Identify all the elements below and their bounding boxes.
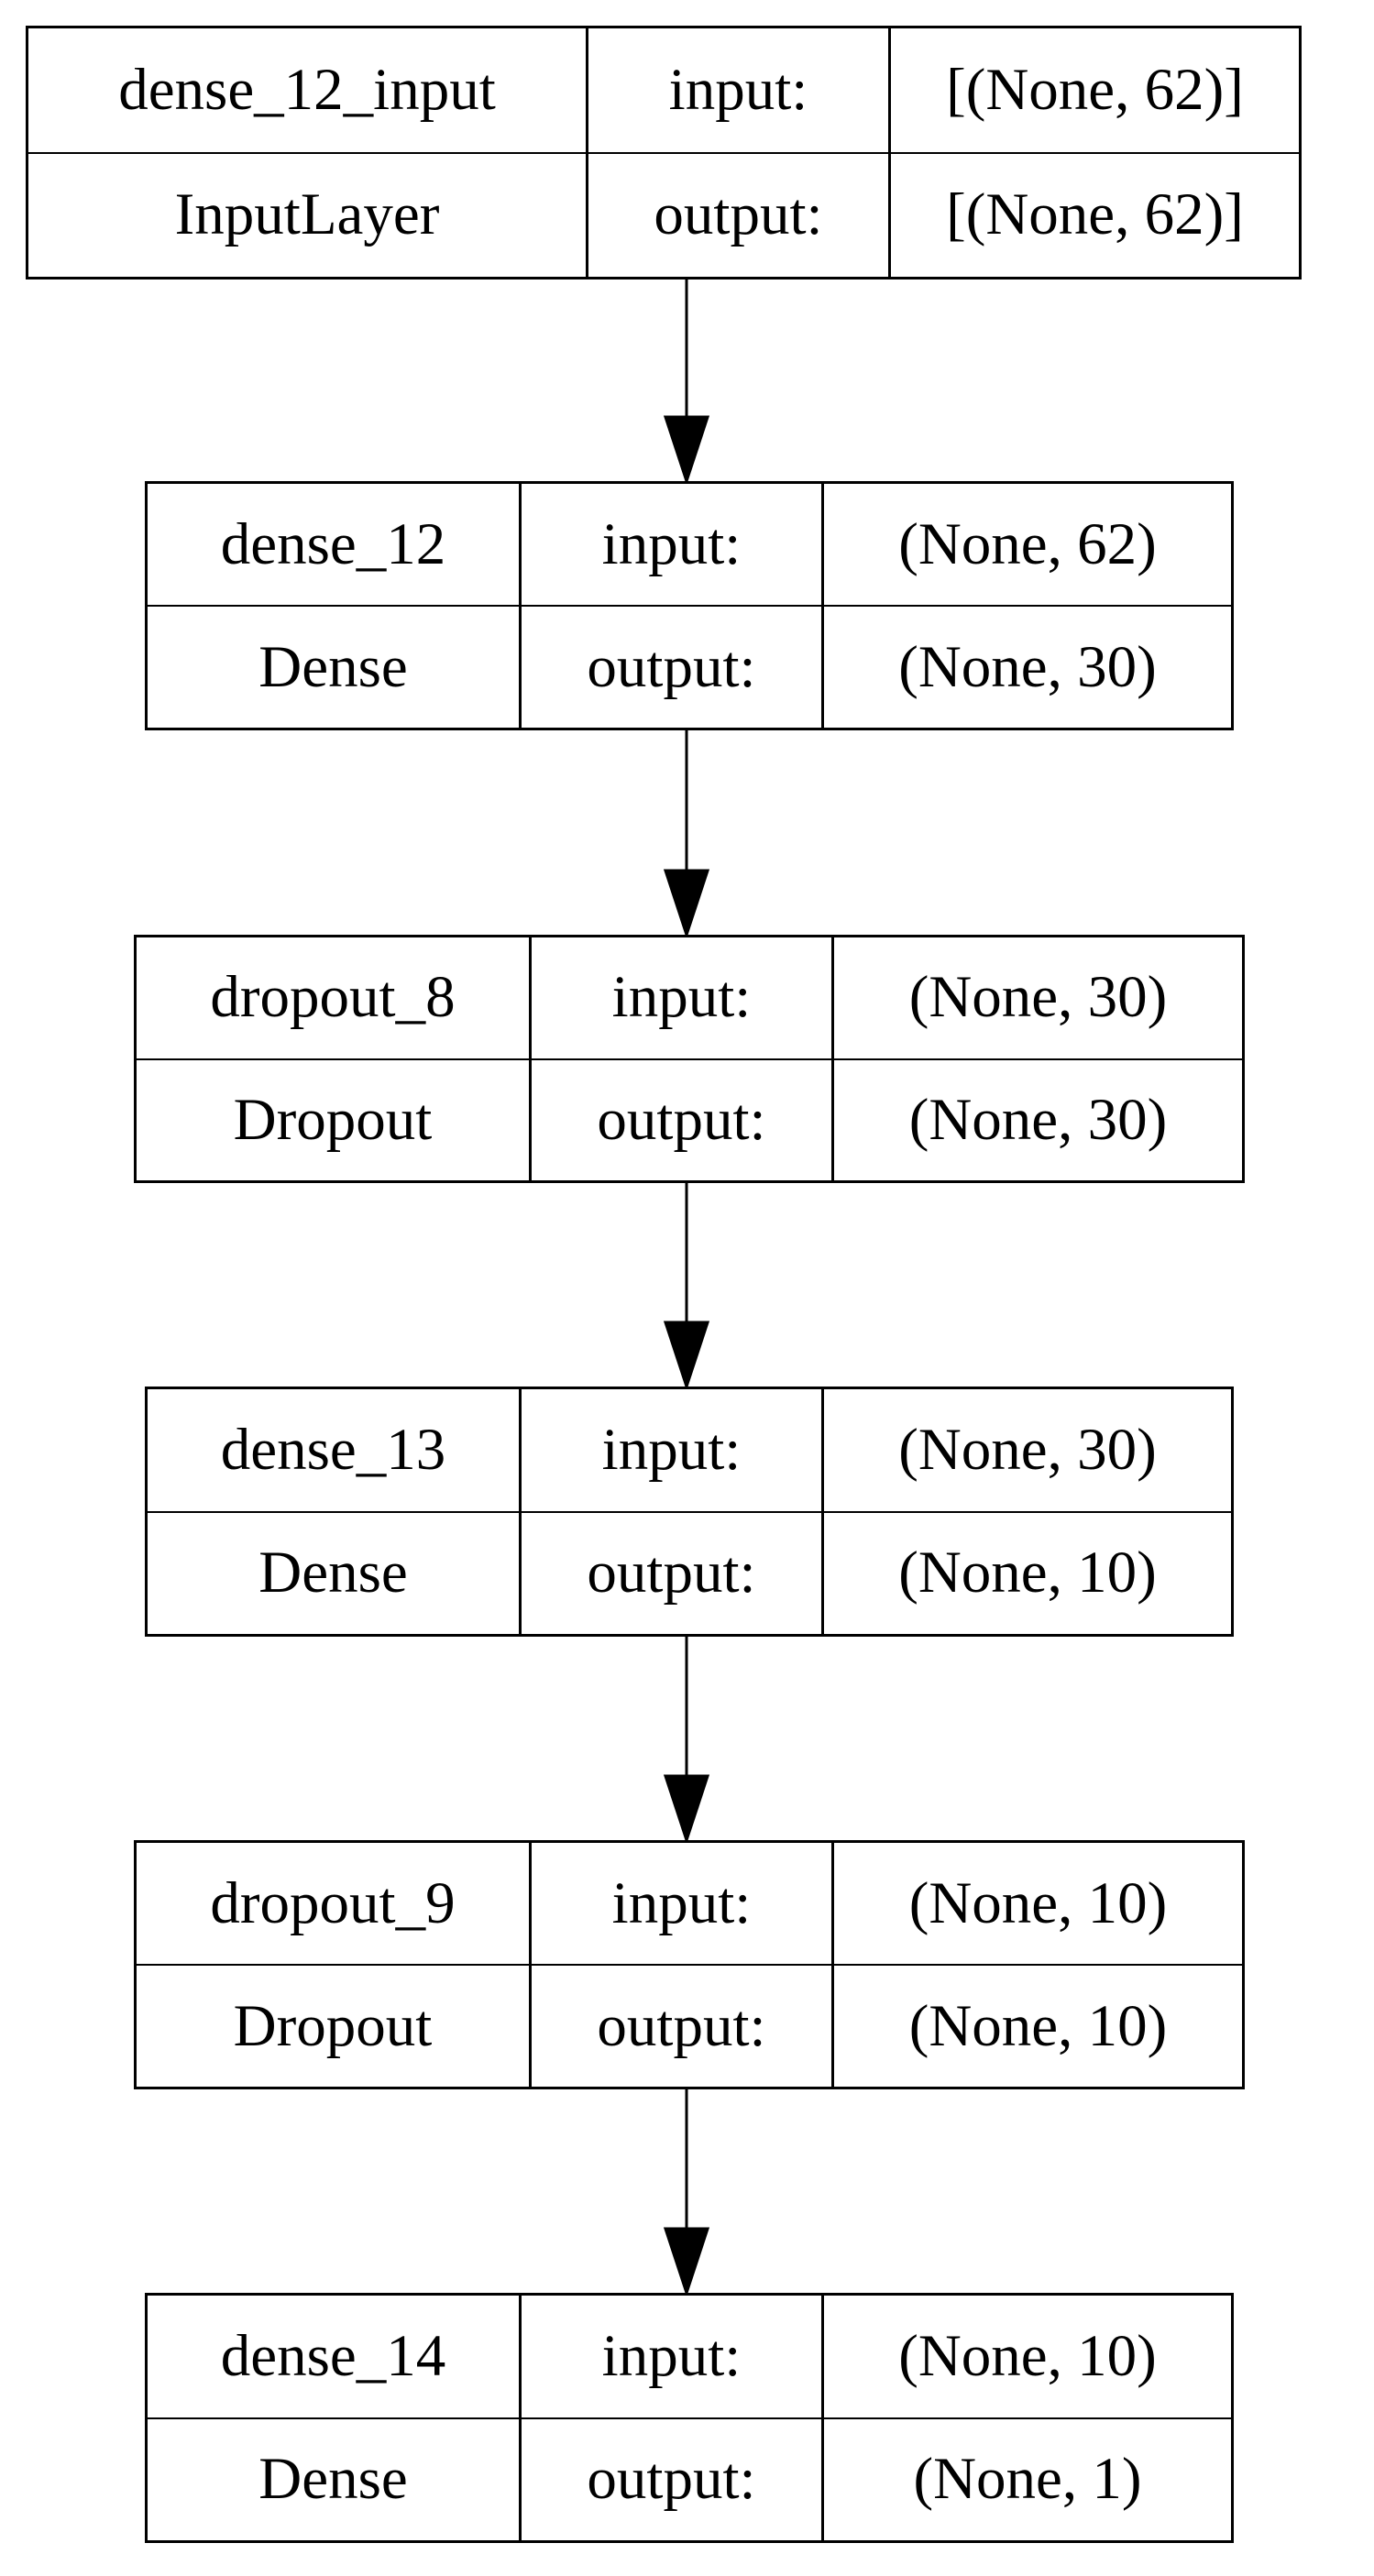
layer-type: Dense	[258, 633, 408, 700]
output-label: output:	[519, 1512, 821, 1634]
layer-node-dropout-9: dropout_9 input: (None, 10) Dropout outp…	[134, 1840, 1245, 2089]
input-label: input:	[519, 484, 821, 605]
layer-input-row: dropout_9 input: (None, 10)	[137, 1843, 1242, 1965]
output-label: output:	[519, 2418, 821, 2540]
input-shape: (None, 30)	[831, 937, 1242, 1058]
input-shape: (None, 10)	[831, 1843, 1242, 1964]
layer-name: dropout_9	[210, 1869, 456, 1936]
layer-node-dense-12: dense_12 input: (None, 62) Dense output:…	[145, 481, 1234, 730]
layer-node-dense-14: dense_14 input: (None, 10) Dense output:…	[145, 2293, 1234, 2543]
layer-output-row: InputLayer output: [(None, 62)]	[28, 152, 1299, 277]
output-shape: (None, 30)	[821, 607, 1231, 728]
input-shape: (None, 10)	[821, 2296, 1231, 2417]
layer-name: dense_14	[220, 2322, 446, 2389]
output-shape: (None, 1)	[821, 2418, 1231, 2540]
input-label: input:	[529, 1843, 831, 1964]
layer-output-row: Dropout output: (None, 30)	[137, 1058, 1242, 1180]
edge-1	[663, 280, 710, 486]
edge-5	[663, 2089, 710, 2297]
layer-input-row: dropout_8 input: (None, 30)	[137, 937, 1242, 1059]
output-label: output:	[519, 607, 821, 728]
layer-output-row: Dropout output: (None, 10)	[137, 1965, 1242, 2087]
output-shape: (None, 30)	[831, 1059, 1242, 1180]
output-shape: [(None, 62)]	[888, 153, 1299, 277]
output-label: output:	[529, 1966, 831, 2087]
layer-output-row: Dense output: (None, 10)	[148, 1511, 1231, 1634]
layer-name: dense_12_input	[118, 56, 496, 123]
layer-input-row: dense_12 input: (None, 62)	[148, 484, 1231, 606]
layer-type: InputLayer	[174, 181, 440, 248]
layer-node-dense-12-input: dense_12_input input: [(None, 62)] Input…	[26, 26, 1302, 280]
output-shape: (None, 10)	[821, 1512, 1231, 1634]
layer-type: Dense	[258, 1540, 408, 1606]
output-label: output:	[586, 153, 888, 277]
layer-output-row: Dense output: (None, 30)	[148, 606, 1231, 728]
layer-name: dense_12	[220, 510, 446, 577]
layer-output-row: Dense output: (None, 1)	[148, 2417, 1231, 2540]
edge-2	[663, 730, 710, 939]
output-shape: (None, 10)	[831, 1966, 1242, 2087]
input-shape: (None, 62)	[821, 484, 1231, 605]
input-label: input:	[519, 1389, 821, 1511]
output-label: output:	[529, 1059, 831, 1180]
layer-type: Dropout	[233, 1086, 433, 1153]
input-label: input:	[529, 937, 831, 1058]
layer-name: dropout_8	[210, 964, 456, 1031]
layer-input-row: dense_13 input: (None, 30)	[148, 1389, 1231, 1512]
input-shape: [(None, 62)]	[888, 28, 1299, 152]
layer-type: Dropout	[233, 1992, 433, 2059]
edge-3	[663, 1183, 710, 1391]
layer-node-dense-13: dense_13 input: (None, 30) Dense output:…	[145, 1387, 1234, 1637]
layer-input-row: dense_14 input: (None, 10)	[148, 2296, 1231, 2418]
input-label: input:	[519, 2296, 821, 2417]
input-shape: (None, 30)	[821, 1389, 1231, 1511]
layer-input-row: dense_12_input input: [(None, 62)]	[28, 28, 1299, 153]
layer-name: dense_13	[220, 1416, 446, 1483]
edge-4	[663, 1637, 710, 1845]
input-label: input:	[586, 28, 888, 152]
layer-node-dropout-8: dropout_8 input: (None, 30) Dropout outp…	[134, 935, 1245, 1183]
layer-type: Dense	[258, 2446, 408, 2513]
